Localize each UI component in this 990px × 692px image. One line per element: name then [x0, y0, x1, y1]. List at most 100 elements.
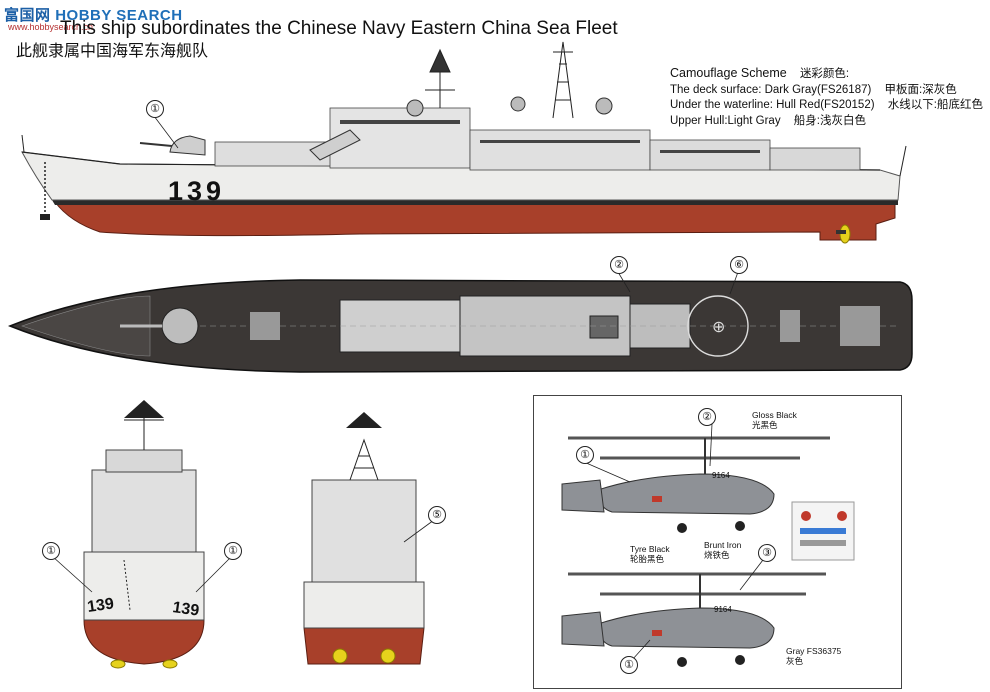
callout-1-heli-top: ①: [576, 446, 594, 464]
heli-top-tail: [561, 479, 605, 513]
side-propeller: [836, 224, 851, 244]
side-profile: [21, 41, 907, 244]
callout-1-side: ①: [146, 100, 164, 118]
label-tyre-black: Tyre Black 轮胎黑色: [630, 544, 670, 564]
helicopter-top: [561, 436, 830, 533]
top-helipad-h: ⊕: [712, 319, 725, 336]
heli-bot-roundel: [652, 630, 662, 636]
rear-lattice-mast: [349, 438, 379, 481]
heli-top-body: [597, 473, 775, 515]
side-jackstaff: [21, 134, 25, 153]
camo-row-waterline: Under the waterline: Hull Red(FS20152) 水…: [670, 98, 983, 114]
camo-row-upper: Upper Hull:Light Gray 船身:浅灰白色: [670, 114, 983, 130]
label-brunt-iron-en: Brunt Iron: [704, 540, 742, 550]
label-brunt-iron-cn: 烧铁色: [704, 550, 730, 560]
camo-row-waterline-en: Under the waterline: Hull Red(FS20152): [670, 99, 875, 111]
site-logo-en: HOBBY SEARCH: [55, 7, 183, 24]
side-anchor: [40, 214, 50, 220]
helicopter-inset: [533, 395, 902, 689]
rear-propellers: [332, 648, 396, 664]
heli-top-number: 9164: [712, 471, 730, 480]
side-radar-dome-3: [510, 96, 526, 112]
site-logo: 富国网 HOBBY SEARCH: [4, 4, 183, 25]
side-gun-turret: [169, 135, 206, 156]
helicopter-bottom: [561, 572, 826, 667]
side-main-mast: [425, 48, 455, 108]
top-gun-turret: [161, 307, 199, 345]
callout-3-heli-bottom: ③: [758, 544, 776, 562]
front-bridge: [105, 449, 183, 473]
callout-5-rear: ⑤: [428, 506, 446, 524]
side-hull-upper: [21, 151, 901, 201]
rear-view: [303, 412, 425, 665]
side-radar-dome-2: [595, 97, 613, 115]
label-gray-en: Gray FS36375: [786, 646, 842, 656]
camouflage-title-cn: 迷彩颜色:: [799, 68, 850, 80]
side-hull-number: 139: [168, 176, 225, 206]
side-radar-dome-1: [406, 99, 424, 117]
callout-1-heli-bottom: ①: [620, 656, 638, 674]
side-hangar: [769, 147, 861, 171]
top-view: ⊕: [7, 279, 913, 373]
side-superstructure-mid: [469, 129, 651, 171]
front-bow-number-right: 139: [171, 599, 200, 620]
front-mast: [124, 412, 164, 450]
site-url: www.hobbysearch.cn: [8, 22, 94, 32]
label-gloss-black-cn: 光黑色: [752, 420, 778, 430]
camo-row-deck-cn: 甲板面:深灰色: [884, 83, 957, 96]
front-anchor-chain: [123, 559, 131, 611]
label-tyre-black-cn: 轮胎黑色: [630, 554, 665, 564]
rear-hull-red: [303, 627, 425, 665]
side-boot-top: [52, 200, 898, 205]
page-title-cn: 此舰隶属中国海军东海舰队: [16, 43, 209, 60]
callout-1-front-left: ①: [42, 542, 60, 560]
side-windows: [340, 120, 760, 153]
front-view: [83, 400, 205, 669]
callout-6-top: ⑥: [730, 256, 748, 274]
decal-sheet: [791, 501, 855, 561]
top-funnel: [589, 315, 619, 339]
front-superstructure: [91, 469, 197, 553]
front-hull-red: [83, 619, 205, 665]
heli-bot-body: [597, 607, 775, 649]
side-hull-red: [53, 201, 896, 241]
heli-bot-wheel-2: [735, 655, 745, 665]
heli-bot-wheel-1: [677, 657, 687, 667]
front-radar: [124, 400, 164, 418]
callout-1-front-right: ①: [224, 542, 242, 560]
label-gloss-black-en: Gloss Black: [752, 410, 797, 420]
rear-superstructure: [311, 479, 417, 583]
camo-row-upper-en: Upper Hull:Light Gray: [670, 114, 781, 127]
camo-row-deck: The deck surface: Dark Gray(FS26187) 甲板面…: [670, 83, 983, 99]
front-hull-upper: [83, 551, 205, 621]
side-lattice-mast: [552, 41, 574, 119]
side-gun-barrel: [139, 142, 173, 147]
label-gray: Gray FS36375 灰色: [786, 646, 841, 666]
side-superstructure-aft: [649, 139, 771, 171]
top-helipad: [687, 295, 749, 357]
camo-row-upper-cn: 船身:浅灰白色: [793, 114, 866, 127]
callout-2-heli-top: ②: [698, 408, 716, 426]
top-fittings: [250, 306, 880, 346]
callout-2-top: ②: [610, 256, 628, 274]
label-brunt-iron: Brunt Iron 烧铁色: [704, 540, 741, 560]
side-ensign-staff: [899, 145, 907, 177]
label-tyre-black-en: Tyre Black: [630, 544, 670, 554]
camouflage-title-en: Camouflage Scheme: [670, 66, 787, 80]
front-propellers: [110, 659, 178, 669]
label-gloss-black: Gloss Black 光黑色: [752, 410, 797, 430]
leader-lines: [51, 115, 767, 661]
heli-bottom-number: 9164: [714, 605, 732, 614]
rear-radar: [346, 412, 382, 428]
heli-top-wheel-1: [677, 523, 687, 533]
camo-row-deck-en: The deck surface: Dark Gray(FS26187): [670, 83, 872, 96]
rear-hull-upper: [303, 581, 425, 629]
side-missile-launcher: [309, 129, 361, 161]
front-bow-number-left: 139: [86, 595, 115, 616]
label-gray-cn: 灰色: [786, 656, 804, 666]
site-logo-cn: 富国网: [4, 7, 51, 24]
heli-top-roundel: [652, 496, 662, 502]
page-title-en: This ship subordinates the Chinese Navy …: [60, 18, 618, 39]
camouflage-legend: Camouflage Scheme 迷彩颜色: The deck surface…: [670, 66, 983, 129]
